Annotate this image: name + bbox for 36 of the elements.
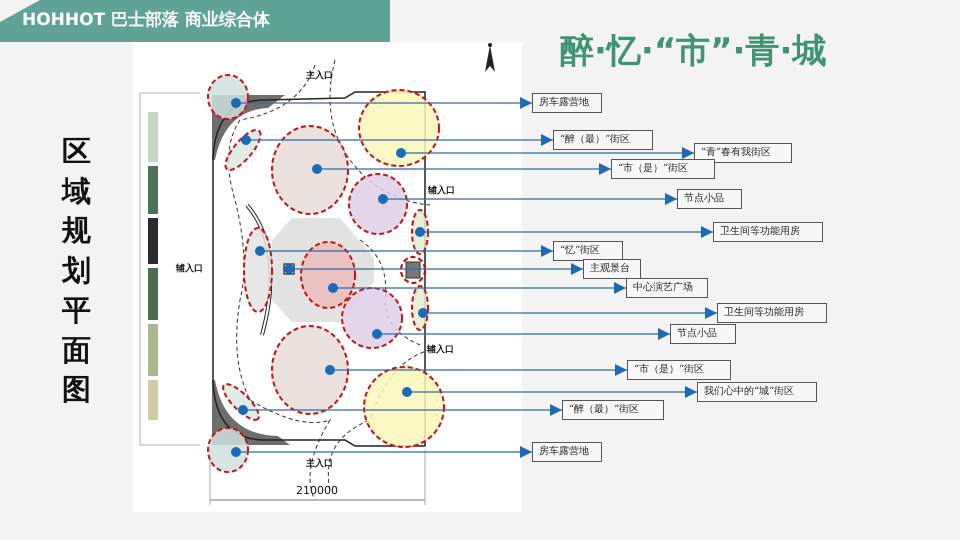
zone-outline [299, 240, 357, 310]
callout-label: “市（是）”街区 [627, 360, 731, 380]
zone-outline [340, 286, 404, 350]
zone-outline [347, 172, 409, 236]
callout-label: 节点小品 [677, 189, 742, 209]
callout-label: 房车露营地 [532, 93, 602, 113]
zone-outline [206, 73, 250, 121]
entrance-label: 主入口 [306, 459, 333, 469]
zone-outline [270, 324, 350, 416]
header-title: HOHHOT 巴士部落 商业综合体 [22, 9, 270, 31]
callout-label: 卫生间等功能用房 [713, 222, 823, 242]
callout-label: “青”春有我街区 [694, 143, 792, 163]
callout-label: 中心演艺广场 [626, 278, 708, 298]
slogan-heading: 醉·忆·“市”·青·城 [560, 30, 826, 73]
entrance-label: 辅入口 [176, 264, 203, 274]
callout-label: 我们心中的“城”街区 [697, 382, 817, 402]
zone-outline [221, 382, 261, 422]
zone-outline [206, 426, 250, 474]
entrance-label: 主入口 [306, 71, 333, 81]
callout-label: “市（是）”街区 [611, 159, 715, 179]
zone-outline [270, 124, 350, 216]
zone-outline [362, 365, 446, 449]
entrance-label: 辅入口 [427, 345, 454, 355]
callout-label: 节点小品 [670, 324, 736, 344]
zone-outline [242, 226, 274, 314]
callout-label: 主观景台 [583, 259, 641, 279]
entrance-label: 辅入口 [428, 186, 455, 196]
callout-label: 卫生间等功能用房 [717, 303, 827, 323]
callout-label: “醉（最）”街区 [553, 130, 653, 150]
callout-label: “醉（最）”街区 [562, 400, 664, 420]
vertical-heading: 区域规划平面图 [62, 133, 91, 408]
callout-label: 房车露营地 [532, 442, 602, 462]
dimension-label: 210000 [296, 484, 338, 497]
callout-label: “忆”街区 [553, 241, 623, 261]
zone-outline [357, 88, 441, 168]
zone-outline [223, 127, 263, 173]
